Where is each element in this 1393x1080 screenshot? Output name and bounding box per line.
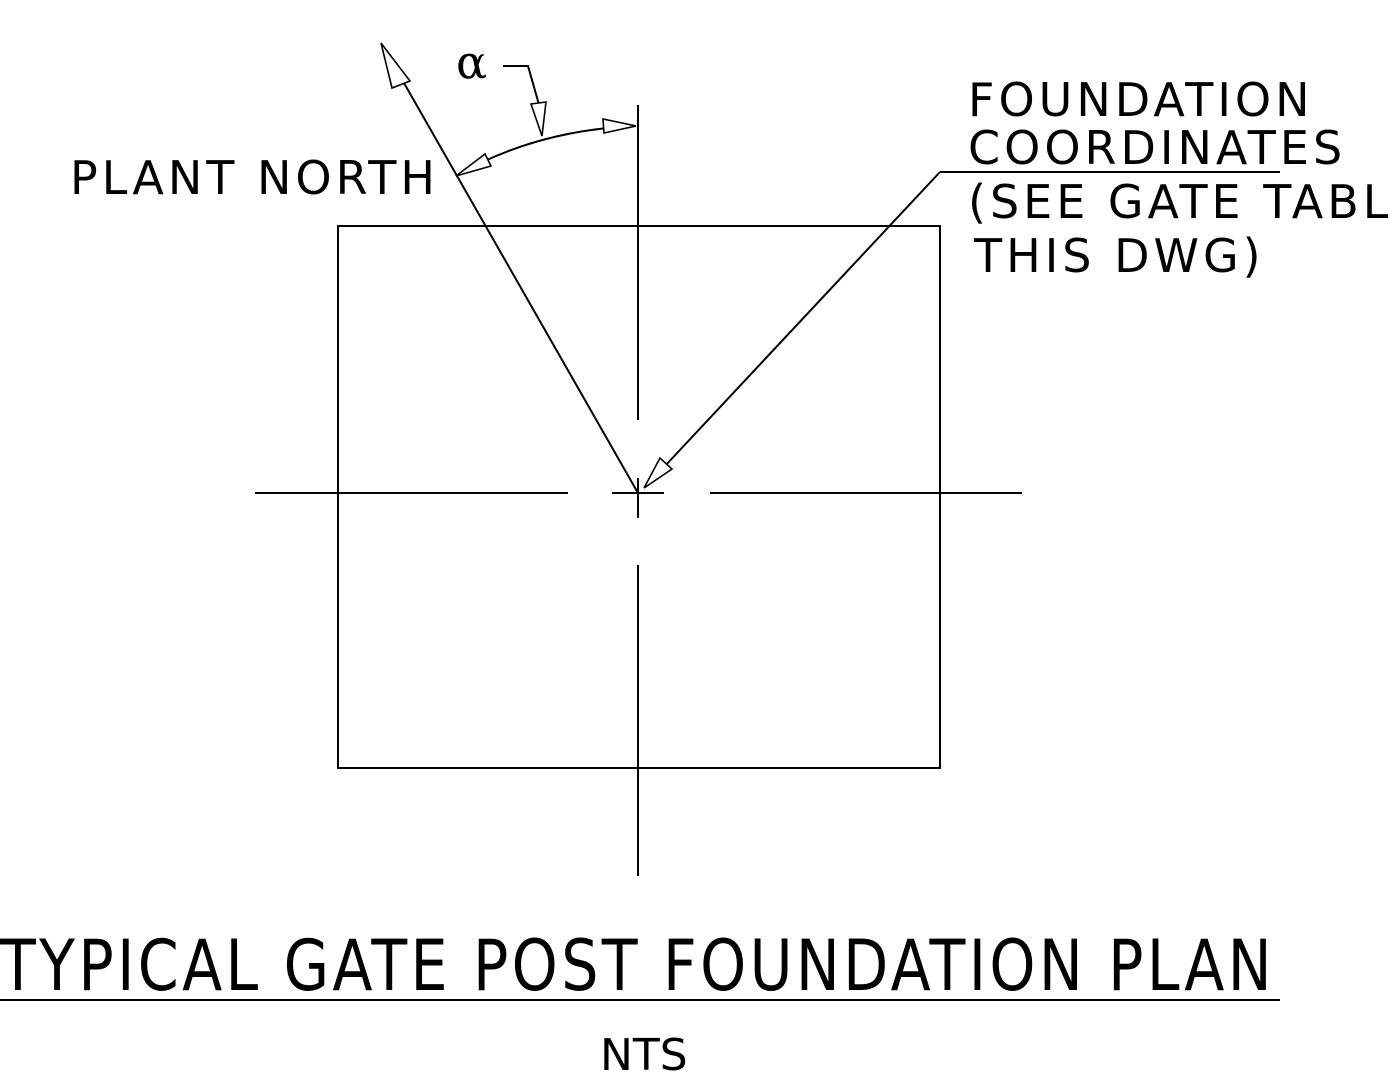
drawing-title: TYPICAL GATE POST FOUNDATION PLAN bbox=[0, 925, 1275, 1007]
plant-north-line bbox=[383, 47, 639, 494]
plant-north-label: PLANT NORTH bbox=[70, 151, 439, 205]
angle-arrowhead-left bbox=[455, 152, 493, 177]
plant-north-arrowhead bbox=[380, 42, 412, 90]
leader-arrowhead bbox=[643, 456, 674, 489]
plant-north-arrow bbox=[380, 42, 639, 494]
leader-line bbox=[649, 171, 941, 483]
alpha-symbol: α bbox=[456, 35, 487, 89]
foundation-coordinates-note: FOUNDATION COORDINATES (SEE GATE TABLE T… bbox=[968, 73, 1393, 283]
note-line-3: (SEE GATE TABLE bbox=[968, 175, 1393, 229]
drawing-title-block: TYPICAL GATE POST FOUNDATION PLAN NTS bbox=[0, 925, 1280, 1080]
scale-label: NTS bbox=[600, 1030, 688, 1080]
angle-arrowhead-right bbox=[602, 117, 637, 134]
alpha-leader-arrowhead bbox=[529, 101, 547, 137]
note-line-1: FOUNDATION bbox=[968, 73, 1314, 127]
angle-alpha-dimension: α bbox=[455, 35, 637, 177]
centerlines bbox=[255, 105, 1022, 876]
note-line-2: COORDINATES bbox=[968, 121, 1346, 175]
note-line-4: THIS DWG) bbox=[973, 229, 1265, 283]
foundation-coordinates-leader bbox=[643, 171, 1280, 489]
alpha-leader bbox=[503, 65, 541, 109]
